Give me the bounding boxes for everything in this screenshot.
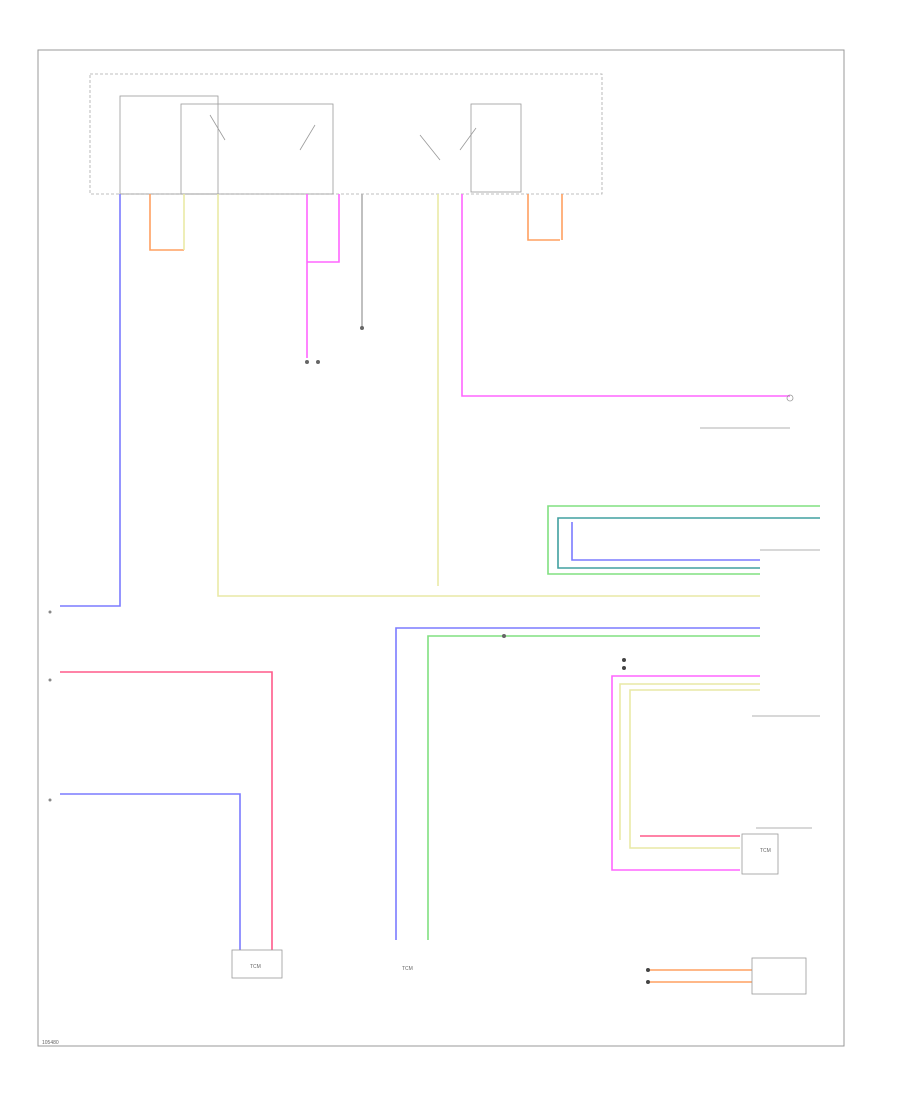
connector-b-dot [48,678,52,682]
wire-teal-loop [557,517,820,569]
fuse-icon [209,114,226,141]
fuse-icon-2 [419,134,441,161]
connector-c-dot [48,798,52,802]
bottom-splice-dot [646,968,650,972]
footer-code: 105480 [42,1040,59,1046]
ground-point-2 [316,360,320,364]
wire-yellow-main [217,194,760,597]
wire-orange-right-1 [527,194,560,241]
bottom-splice-dot-2 [646,980,650,984]
ground-point [305,360,309,364]
wire-green-lower [427,635,760,940]
wire-violet-right [461,194,790,397]
fuse-box [89,73,603,195]
wire-violet-lower [611,675,760,871]
wire-yellow-right [629,689,760,849]
splice-point [502,634,506,638]
connector-a-dot [48,610,52,614]
sensor-left-label: TCM [250,964,261,970]
wire-green-loop [547,505,820,575]
diagram-border [37,49,845,1047]
sensor-left-box [231,949,283,979]
pressure-switch-box [741,833,779,875]
wire-blue-loop [571,522,760,561]
wire-pink-left [60,671,273,950]
wire-green-right [619,683,760,840]
fuse-block-left [119,95,219,195]
splice-dot [622,658,626,662]
wire-violet-branch [307,194,340,263]
wire-blue-left [60,194,121,607]
relay-switch-icon-right [459,127,477,151]
pressure-switch-label: TCM [760,848,771,854]
wire-orange-fuse [149,194,184,251]
sensor-bottom-label: TCM [402,966,413,972]
relay-block-right [470,103,522,193]
module-bottom-box [751,957,807,995]
ground-point-3 [360,326,364,330]
relay-block [180,103,334,195]
relay-switch-icon [299,124,316,151]
wire-blue-left-lower [60,793,241,950]
wire-blue-lower [395,627,760,940]
sensor-terminal [786,394,794,402]
splice-dot-2 [622,666,626,670]
